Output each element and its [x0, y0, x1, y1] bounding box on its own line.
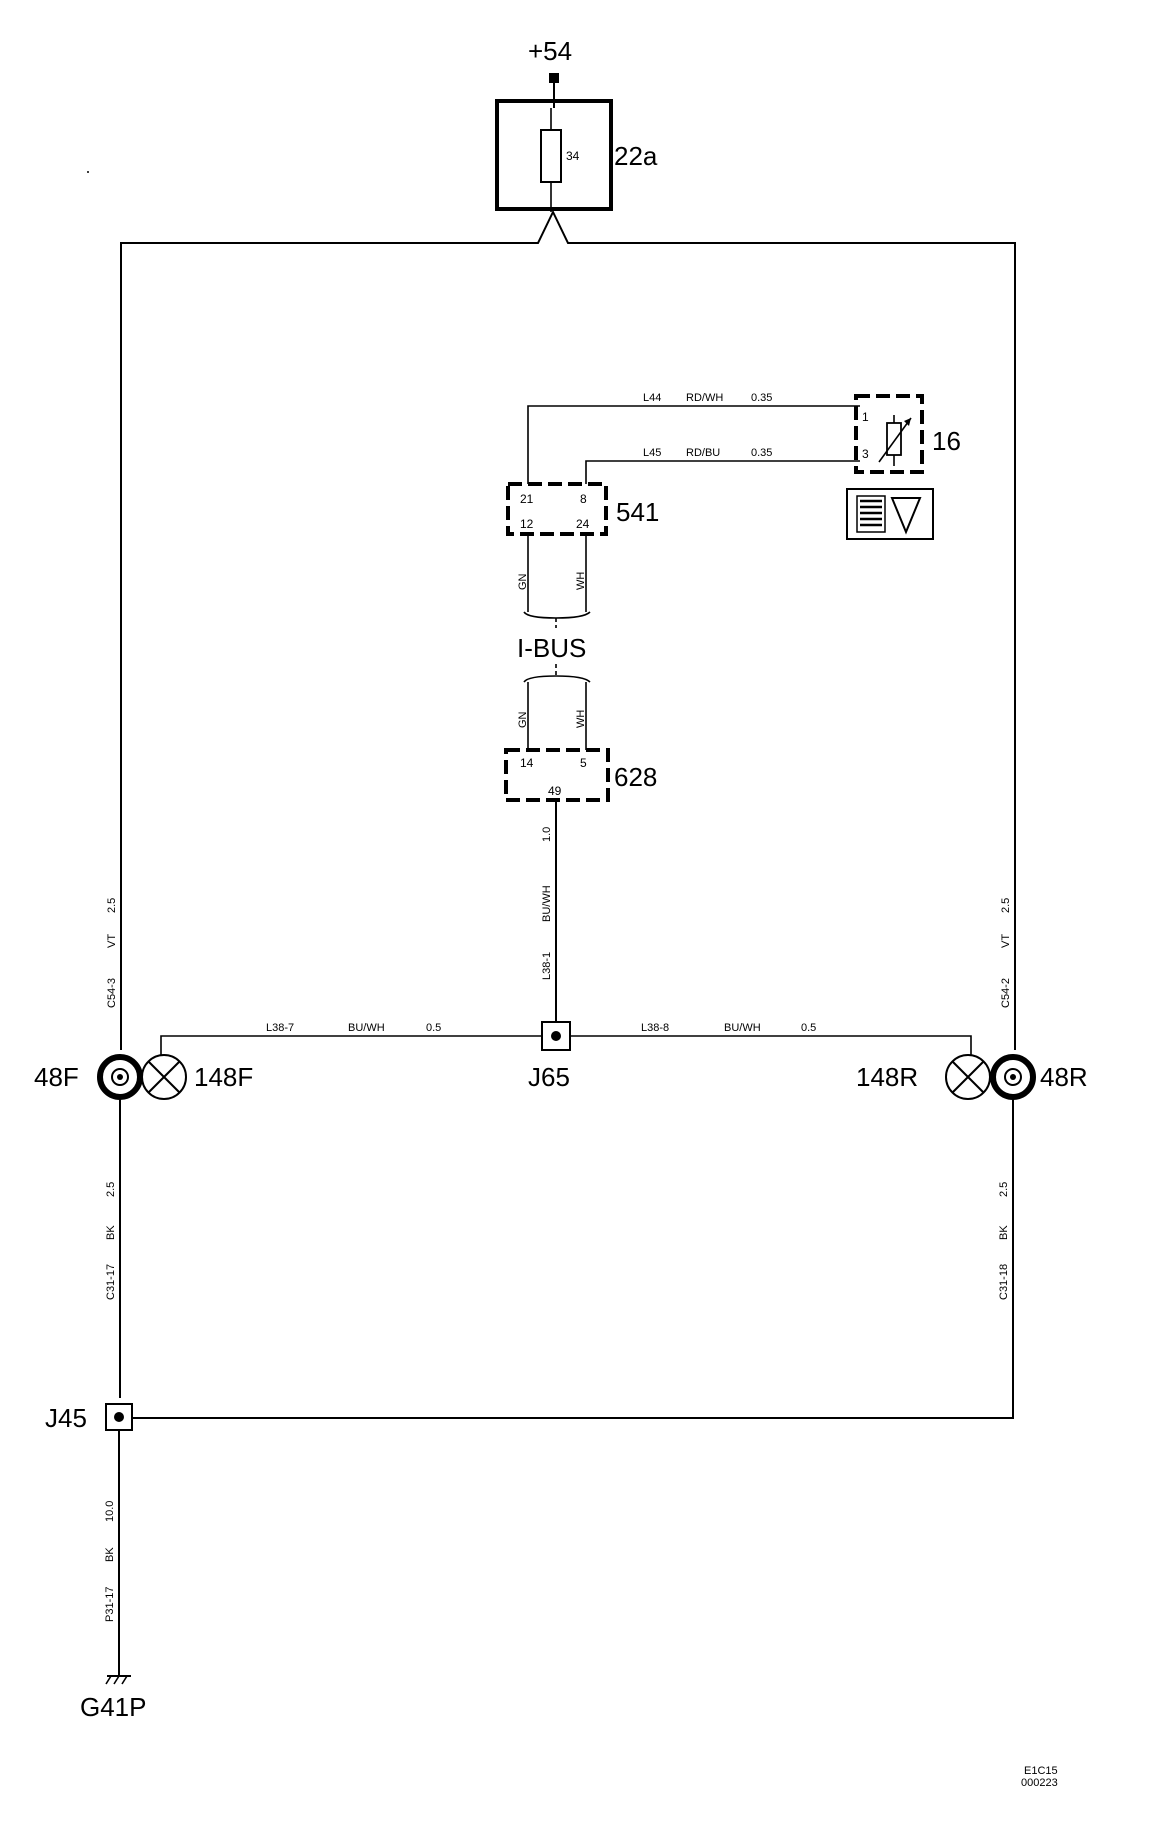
wire-left-lower-code: C31-17 [105, 1264, 117, 1300]
bus-label: I-BUS [517, 633, 586, 663]
wire-l38-8-code: L38-8 [641, 1022, 669, 1034]
sensor-pin-3: 3 [862, 447, 869, 461]
wire-l45-size: 0.35 [751, 447, 772, 459]
wire-right-lower-code: C31-18 [998, 1264, 1010, 1300]
module-628-pin-5: 5 [580, 756, 587, 770]
lamp-148r-label: 148R [856, 1062, 918, 1092]
ground-icon [105, 1675, 131, 1685]
wire-l38-8-color: BU/WH [724, 1022, 761, 1034]
wire-628-color: BU/WH [541, 885, 553, 922]
wire-l44-size: 0.35 [751, 392, 772, 404]
wire-l45-code: L45 [643, 447, 661, 459]
wire-ground-code: P31-17 [104, 1587, 116, 1622]
module-541-box [506, 482, 608, 536]
bus-lower-right-color: WH [575, 710, 587, 728]
socket-48f-label: 48F [34, 1062, 79, 1092]
supply-label: +54 [528, 36, 572, 66]
socket-48r-label: 48R [1040, 1062, 1088, 1092]
footer-code-2: 000223 [1021, 1777, 1058, 1789]
wire-right-lower-color: BK [998, 1225, 1010, 1240]
junction-j65-label: J65 [528, 1062, 570, 1092]
wire-right-upper-color: VT [1000, 934, 1012, 948]
wire-right-lower-size: 2.5 [998, 1182, 1010, 1197]
module-541-pin-21: 21 [520, 492, 534, 506]
sensor-id: 16 [932, 426, 961, 456]
wire-628-code: L38-1 [541, 952, 553, 980]
fuse-box [495, 99, 613, 211]
sensor-resistor [886, 422, 902, 456]
lamp-148r [945, 1054, 991, 1100]
bus-upper-left-color: GN [517, 573, 529, 590]
sensor-pin-1: 1 [862, 410, 869, 424]
fuse-id: 22a [614, 141, 658, 171]
sensor-box [854, 394, 924, 474]
wire-l44-color: RD/WH [686, 392, 723, 404]
footer-code-1: E1C15 [1024, 1765, 1058, 1777]
wire-left-lower-color: BK [105, 1225, 117, 1240]
module-541-id: 541 [616, 497, 659, 527]
wire-right-upper-code: C54-2 [1000, 978, 1012, 1008]
wire-628-size: 1.0 [541, 827, 553, 842]
wire-l38-7-code: L38-7 [266, 1022, 294, 1034]
bus-lower-left-color: GN [517, 711, 529, 728]
wire-left-upper-color: VT [106, 934, 118, 948]
bus-upper-right-color: WH [575, 572, 587, 590]
fuse-number: 34 [566, 149, 580, 163]
wire-l45-color: RD/BU [686, 447, 720, 459]
wire-l38-8-size: 0.5 [801, 1022, 816, 1034]
module-541-pin-8: 8 [580, 492, 587, 506]
gauge-icon [856, 495, 922, 535]
wire-left-upper-code: C54-3 [106, 978, 118, 1008]
supply-terminal [549, 73, 559, 83]
ground-label: G41P [80, 1692, 147, 1722]
lamp-148f-label: 148F [194, 1062, 253, 1092]
wire-ground-color: BK [104, 1547, 116, 1562]
wire-l44-code: L44 [643, 392, 661, 404]
wire-ground-size: 10.0 [104, 1501, 116, 1522]
wire-l38-7-color: BU/WH [348, 1022, 385, 1034]
module-628-id: 628 [614, 762, 657, 792]
wire-right-upper-size: 2.5 [1000, 898, 1012, 913]
fuse-element [540, 129, 562, 183]
lamp-148f [141, 1054, 187, 1100]
module-541-pin-12: 12 [520, 517, 534, 531]
wire-l38-7-size: 0.5 [426, 1022, 441, 1034]
junction-j45-label: J45 [45, 1403, 87, 1433]
wire-left-upper-size: 2.5 [106, 898, 118, 913]
wire-left-lower-size: 2.5 [105, 1182, 117, 1197]
module-628-pin-14: 14 [520, 756, 534, 770]
module-628-pin-49: 49 [548, 784, 562, 798]
module-541-pin-24: 24 [576, 517, 590, 531]
